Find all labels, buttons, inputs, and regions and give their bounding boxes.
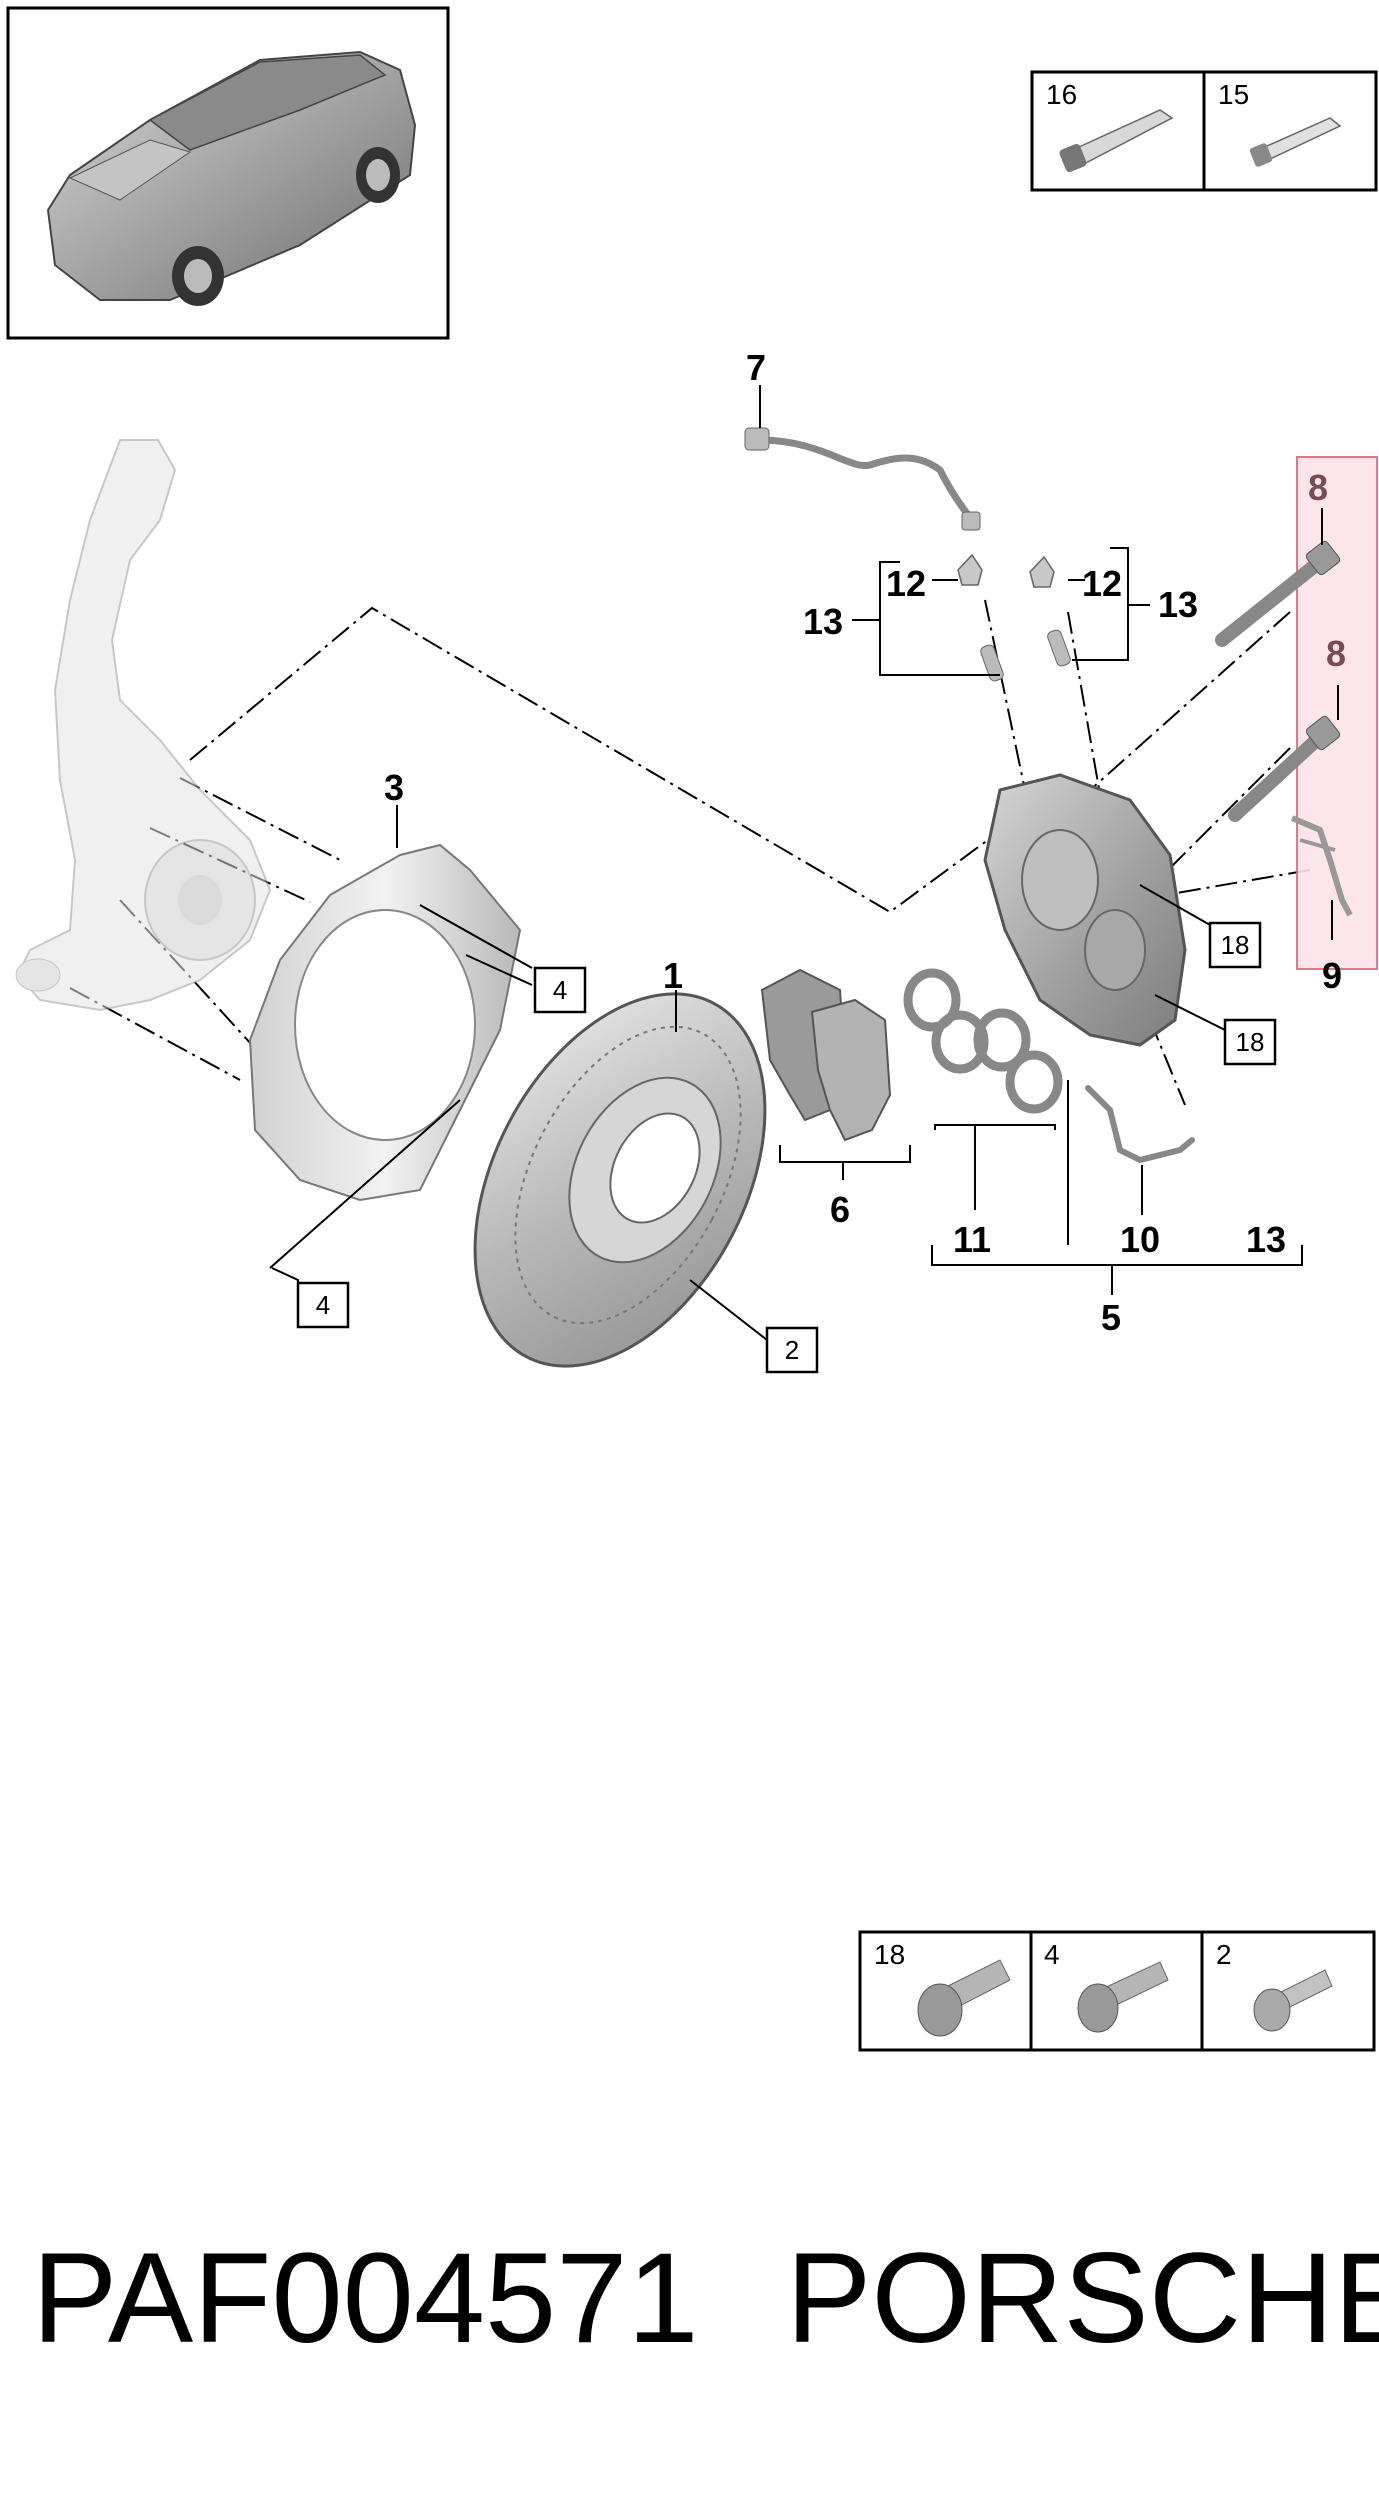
legend-bottom-18: 18 [874,1939,905,1970]
legend-top-15: 15 [1218,79,1249,110]
bleed-valves [980,629,1071,682]
callout-5: 5 [1101,1297,1121,1338]
brake-wear-sensor [744,427,981,531]
brake-disc [473,992,767,1368]
torx-screw-2-icon [1253,1969,1333,2032]
callout-10: 10 [1120,1219,1160,1260]
callout-1: 1 [663,955,683,996]
footer: PAF004571 PORSCHE [0,2225,1379,2385]
callout-13-right: 13 [1158,584,1198,625]
caliper-bolt-lower [1228,715,1341,822]
caliper-bolt-upper [1215,540,1341,647]
callout-3: 3 [384,767,404,808]
legend-bottom: 18 4 2 [858,1930,1376,2052]
ref-box-4-upper: 4 [553,975,567,1005]
ref-box-18-upper: 18 [1221,930,1250,960]
brake-pad-set [760,968,892,1142]
callout-11: 11 [953,1219,991,1260]
callout-8-lower: 8 [1326,633,1346,674]
highlight-region [1215,456,1378,970]
seal-ring-set [903,968,1063,1114]
vehicle-thumbnail [6,6,450,340]
anti-rattle-spring [1290,815,1353,917]
legend-top: 16 15 [1030,70,1378,192]
legend-bottom-2: 2 [1216,1939,1232,1970]
grease-tube-small-icon [1249,117,1342,167]
ref-box-2: 2 [785,1335,799,1365]
ref-box-18-lower: 18 [1236,1027,1265,1057]
callout-12-right: 12 [1082,563,1122,604]
torx-bolt-18-icon [917,1959,1011,2037]
brake-caliper [983,773,1187,1047]
callout-6: 6 [830,1189,850,1230]
dust-caps [957,553,1055,588]
callout-8-upper: 8 [1308,467,1328,508]
part-number: PAF004571 [32,2227,699,2370]
suv-illustration [46,50,417,306]
callout-leaders [269,385,1339,1341]
legend-bottom-4: 4 [1044,1939,1060,1970]
torx-bolt-4-icon [1077,1961,1169,2033]
callout-12-left: 12 [886,563,926,604]
callout-13-bottom: 13 [1246,1219,1286,1260]
callout-labels: 7 3 1 12 12 13 13 8 8 9 6 11 10 13 5 [384,347,1346,1338]
legend-top-16: 16 [1046,79,1077,110]
ref-box-4-lower: 4 [316,1290,330,1320]
callout-13-left: 13 [803,601,843,642]
steering-knuckle [15,439,272,1012]
brake-line [1085,1085,1195,1164]
boxed-references: 4 4 2 18 18 [296,921,1277,1374]
grease-tube-large-icon [1059,109,1174,173]
callout-7: 7 [746,347,766,388]
callout-9: 9 [1322,955,1342,996]
brand-name: PORSCHE [786,2227,1379,2370]
brake-dust-shield [248,843,522,1202]
